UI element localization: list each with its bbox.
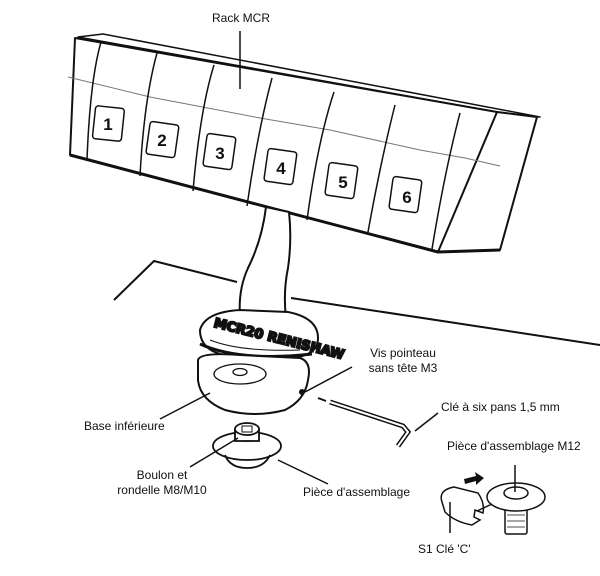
label-bolt-washer: Boulon et rondelle M8/M10 [107,468,217,498]
label-set-screw-line2: sans tête M3 [368,361,438,375]
label-rack-mcr: Rack MCR [212,11,271,25]
label-set-screw-line1: Vis pointeau [370,346,436,360]
slot-6-number: 6 [402,188,411,207]
label-bolt-line1: Boulon et [136,468,188,482]
leader-adaptor [277,459,329,485]
label-bolt-line2: rondelle M8/M10 [117,483,207,497]
slot-5-number: 5 [338,173,347,192]
leader-set-screw [304,366,353,393]
leader-lower-base [159,392,211,420]
table-edge [113,259,600,346]
slot-4: 4 [263,147,298,186]
label-hex-key: Clé à six pans 1,5 mm [441,400,560,414]
label-adaptor: Pièce d'assemblage [303,485,411,499]
slot-1-number: 1 [103,115,112,134]
upper-base: MCR20 RENISHAW [198,308,347,364]
rack-body [67,33,541,254]
motion-arrow [464,472,484,485]
label-set-screw: Vis pointeau sans tête M3 [353,346,453,376]
slot-3: 3 [202,132,237,171]
leader-hex-key [414,412,439,432]
slot-2: 2 [145,120,180,159]
label-lower-base: Base inférieure [84,419,165,433]
slot-5: 5 [324,161,359,200]
rack-stem [238,205,292,320]
c-spanner-tool [440,486,485,526]
slot-6: 6 [388,175,423,214]
m12-adaptor [486,482,546,535]
slot-1: 1 [91,105,126,142]
adaptor-and-bolt [212,422,282,469]
lower-base [197,353,310,415]
leader-lines [159,31,516,533]
rack-slots: 1 2 3 4 5 6 [91,105,423,214]
leader-bolt [189,437,239,468]
leader-c-spanner-to-adaptor [476,503,493,512]
label-c-spanner: S1 Clé 'C' [418,542,471,556]
slot-4-number: 4 [276,159,286,178]
hex-key-tool [317,397,412,448]
slot-2-number: 2 [157,131,166,150]
slot-3-number: 3 [215,144,224,163]
label-adaptor-m12: Pièce d'assemblage M12 [447,439,581,453]
